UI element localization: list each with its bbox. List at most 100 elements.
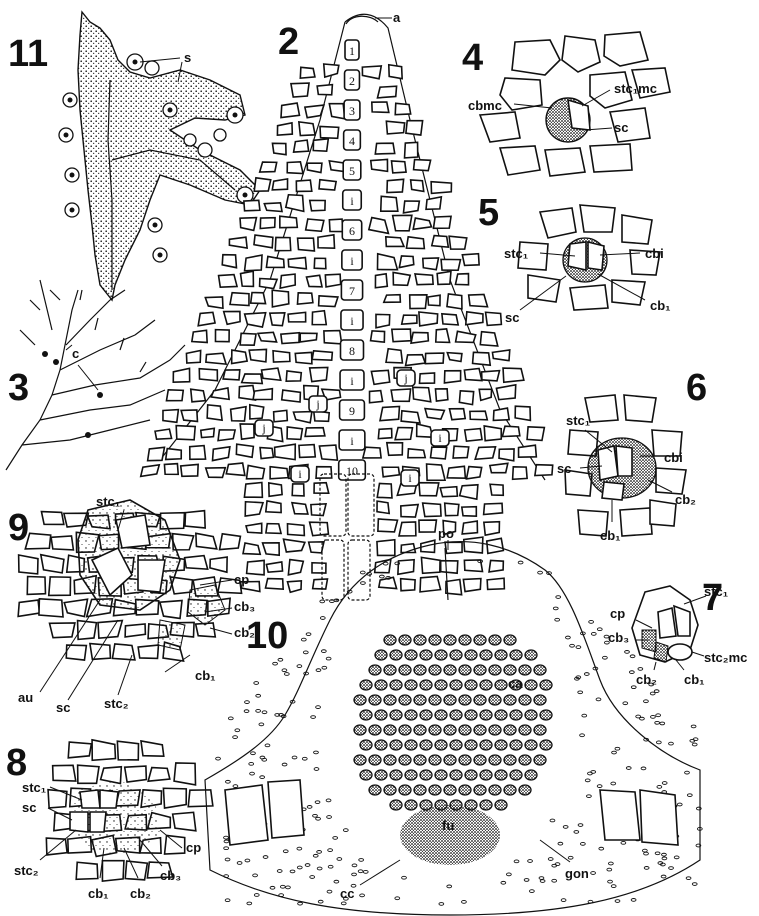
cone-cell: [455, 274, 468, 285]
label-cbi: cbi: [664, 450, 683, 465]
side-cell: i: [401, 470, 419, 486]
axial-cell: 4: [344, 130, 361, 150]
carposporangium: [474, 725, 486, 735]
carposporangium: [369, 665, 381, 675]
cone-cell: [316, 467, 332, 478]
fig9-cell: [18, 600, 39, 616]
label-c: c: [72, 346, 79, 361]
cone-cell: [141, 465, 160, 477]
cone-cell: [493, 408, 509, 420]
fig9-cell: [41, 512, 63, 525]
cone-cell: [413, 387, 431, 401]
carposporangium: [465, 650, 477, 660]
cone-cell: [207, 405, 222, 420]
cone-cell: [263, 543, 280, 555]
cone-cell: [269, 483, 282, 496]
carposporangium: [474, 635, 486, 645]
cone-cell: [423, 503, 441, 516]
carposporangium: [354, 725, 366, 735]
carposporangium: [435, 770, 447, 780]
cone-cell: [425, 409, 444, 420]
cone-cell: [401, 579, 415, 591]
cone-cell: [386, 237, 404, 247]
carposporangium: [414, 755, 426, 765]
figure-number-9: 9: [8, 507, 29, 549]
cone-cell: [164, 464, 178, 475]
axial-cell: 3: [344, 100, 360, 120]
axial-cell: 7: [341, 280, 362, 300]
carposporangium: [525, 650, 537, 660]
label-stc1: stc₁: [22, 780, 46, 795]
label-stc2: stc₂: [104, 696, 129, 711]
fig9-cell: [49, 577, 71, 596]
cone-cell: [381, 196, 398, 211]
label-cbi: cbi: [645, 246, 664, 261]
fig4-cells: [480, 32, 670, 176]
cone-cell: [176, 426, 195, 440]
carposporangium: [384, 665, 396, 675]
carposporangium: [405, 800, 417, 810]
cone-cell: [408, 449, 425, 458]
axial-cell: 1: [345, 40, 359, 60]
cone-cell: [283, 539, 304, 552]
cone-cell: [312, 351, 332, 360]
label-cp: cp: [610, 606, 625, 621]
cone-cell: [401, 505, 418, 517]
carposporangium: [540, 680, 552, 690]
carposporangium: [510, 740, 522, 750]
carposporangium: [429, 635, 441, 645]
cone-cell: [445, 503, 459, 516]
cone-cell: [447, 466, 465, 478]
cone-cell: [460, 485, 478, 499]
cone-cell: [484, 522, 500, 535]
cone-cell: [433, 216, 451, 228]
cone-cell: [406, 355, 426, 366]
cone-cell: [391, 389, 410, 401]
cone-cell: [299, 445, 315, 458]
axial-cell: 2: [345, 70, 360, 90]
carposporangium: [510, 710, 522, 720]
carposporangium: [429, 755, 441, 765]
axial-cell: 6: [342, 220, 361, 240]
cone-cell: [310, 522, 329, 535]
fig9-cell: [41, 555, 64, 573]
carposporangium: [444, 665, 456, 675]
cone-cell: [414, 160, 431, 171]
cone-cell: [246, 523, 262, 533]
cone-cell: [435, 389, 447, 401]
figure-4: 4 cbmc stc₁mc sc: [462, 32, 670, 176]
figure-number-3: 3: [8, 367, 29, 409]
cone-cell: [318, 235, 335, 248]
cone-cell: [245, 255, 262, 271]
fig8-cell: [163, 788, 186, 808]
cone-cell: [241, 271, 254, 286]
carposporangium: [375, 740, 387, 750]
cone-cell: [245, 313, 266, 327]
cone-cell: [459, 391, 473, 405]
cone-cell: [387, 179, 404, 192]
cone-cell: [298, 238, 315, 251]
carposporangium: [489, 785, 501, 795]
cone-cell: [324, 331, 342, 344]
fig9-cell: [185, 511, 205, 528]
carposporangium: [474, 755, 486, 765]
cone-cell: [475, 447, 495, 459]
label-cb2: cb₂: [675, 492, 696, 507]
cone-cell: [447, 353, 462, 362]
cone-cell: [386, 121, 404, 134]
cone-cell: [395, 103, 410, 114]
cone-cell: [306, 219, 324, 231]
axial-cell: i: [340, 370, 364, 390]
cone-cell: [425, 353, 443, 364]
cone-cell: [305, 428, 325, 437]
cone-cell: [377, 254, 397, 270]
cone-cell: [266, 524, 281, 534]
carposporangium: [369, 755, 381, 765]
cone-cell: [441, 561, 458, 574]
cone-cell: [148, 447, 165, 460]
side-cell: i: [431, 430, 449, 446]
carposporangium: [504, 695, 516, 705]
label-sc: sc: [505, 310, 519, 325]
cone-cell: [329, 219, 342, 231]
cone-cell: [376, 314, 390, 327]
